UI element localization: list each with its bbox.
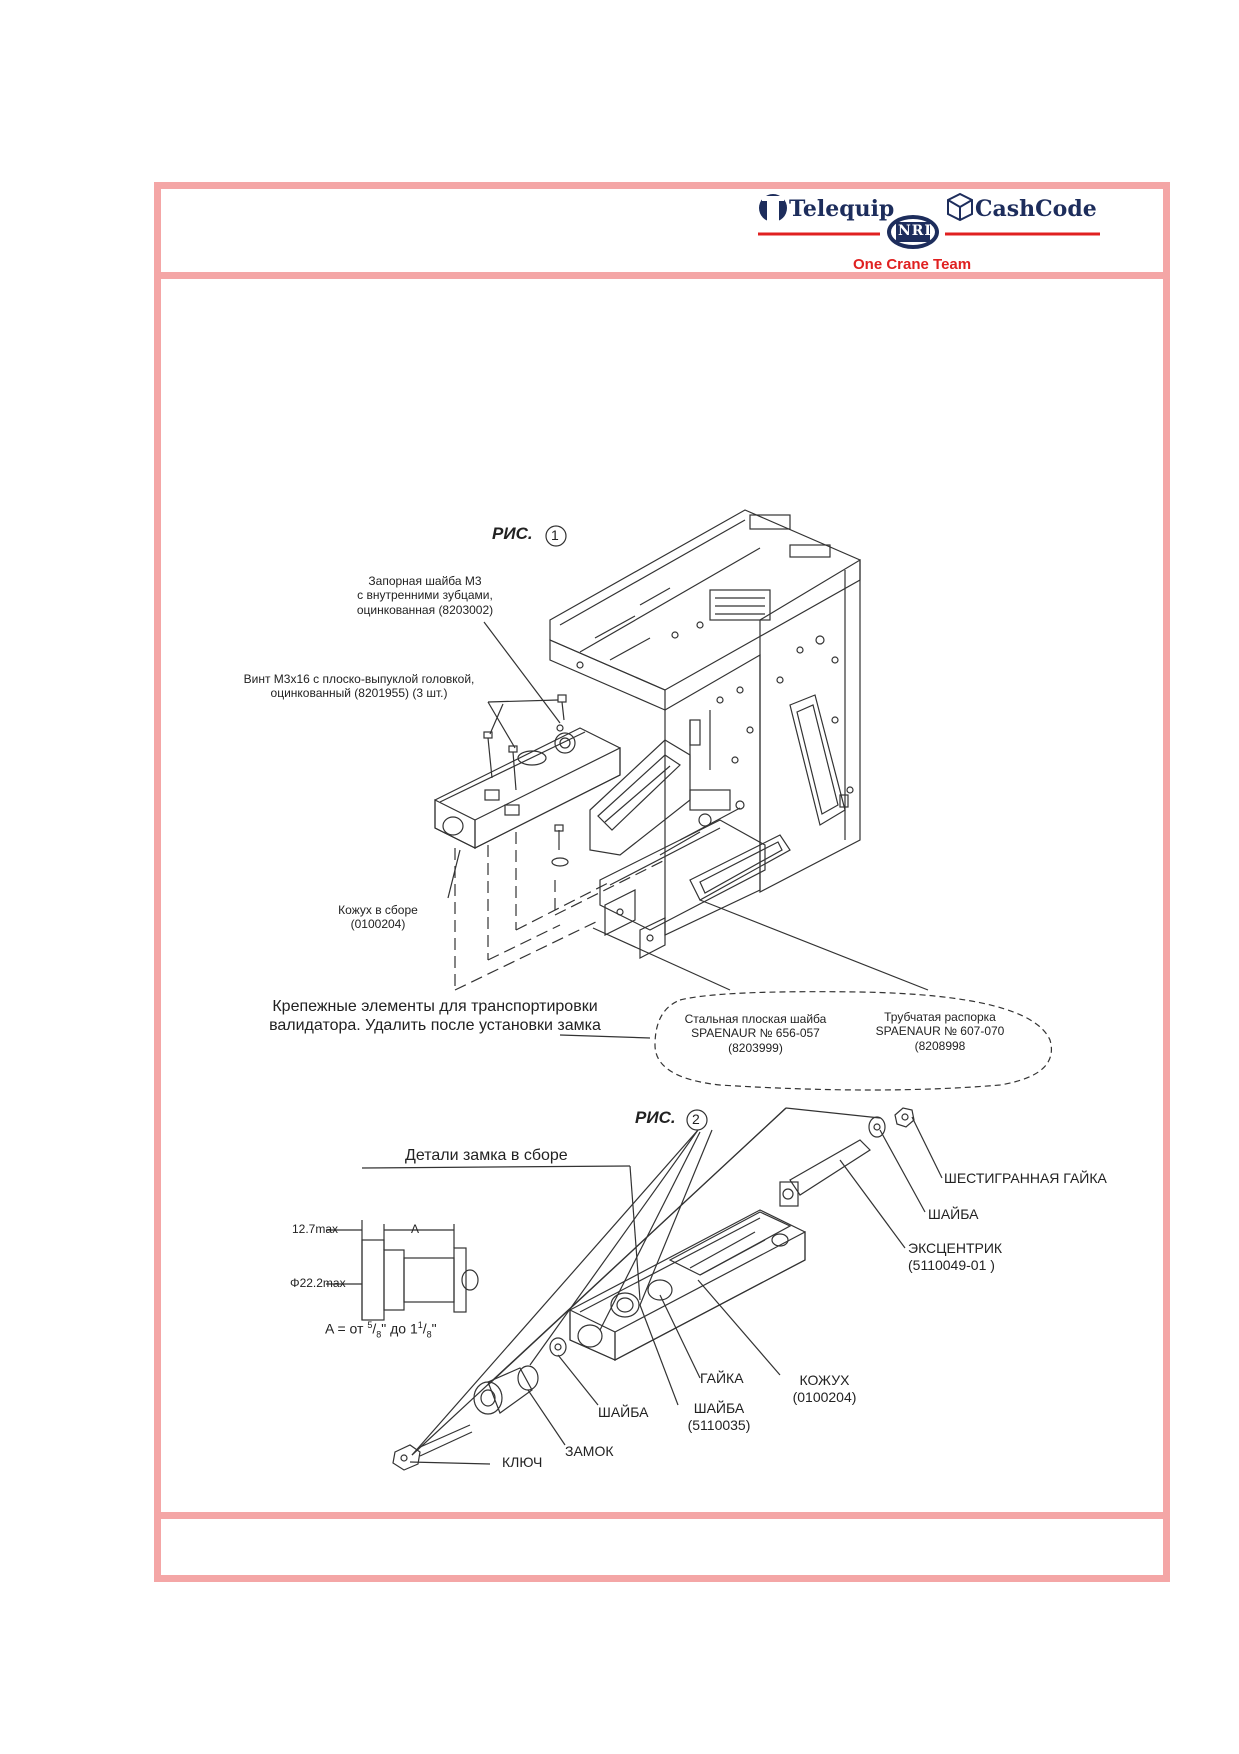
fig2-title: РИС. [635, 1108, 676, 1127]
screws [483, 694, 569, 867]
cam-eccentric [779, 1139, 871, 1207]
lock-housing-fig2 [569, 1209, 806, 1361]
transport-fasteners-label: Крепежные элементы для транспортировки в… [269, 998, 601, 1035]
hex-nut [868, 1107, 915, 1138]
transport-dashed-lines [454, 832, 666, 991]
fig1-number-circle [545, 525, 567, 547]
lock-cylinder [473, 1337, 567, 1415]
nri-logo-icon [887, 215, 939, 249]
housing-label: КОЖУХ (0100204) [792, 1372, 857, 1405]
fig2-number-circle [686, 1109, 708, 1131]
leader-lines-fig1 [447, 621, 929, 1039]
lock-washer-label: Запорная шайба М3 с внутренними зубцами,… [356, 574, 494, 617]
cashcode-logo-icon [947, 192, 973, 222]
fig2-number: 2 [692, 1111, 700, 1127]
washer-top-label: ШАЙБА [928, 1206, 979, 1222]
dim-22-2: Φ22.2max [290, 1276, 346, 1290]
flat-washer-label: Стальная плоская шайба SPAENAUR № 656-05… [684, 1012, 827, 1055]
lock-parts-label: Детали замка в сборе [405, 1147, 568, 1164]
dim-formula: A = от 5/8" до 11/8" [325, 1320, 437, 1340]
fig1-number: 1 [551, 527, 559, 543]
screw-label: Винт М3x16 с плоско-выпуклой головкой, о… [243, 672, 475, 701]
cover-assembly-fig1 [434, 727, 621, 849]
cam-label: ЭКСЦЕНТРИК (5110049-01 ) [908, 1240, 1003, 1273]
fig1-title: РИС. [492, 524, 533, 543]
validator-chassis [549, 509, 861, 959]
telequip-logo-icon [759, 194, 787, 222]
key [392, 1424, 473, 1471]
key-label: КЛЮЧ [502, 1454, 543, 1470]
washer-mid-label: ШАЙБА (5110035) [687, 1400, 751, 1433]
transport-callout-bubble [654, 991, 1052, 1091]
footer-divider [154, 1512, 1170, 1519]
hex-nut-label: ШЕСТИГРАННАЯ ГАЙКА [944, 1170, 1107, 1186]
leader-lines-fig2 [361, 1107, 943, 1465]
nri-brand: NRI [898, 223, 932, 239]
header-divider [154, 272, 1170, 279]
lock-label: ЗАМОК [565, 1443, 614, 1459]
dim-a: A [411, 1222, 420, 1236]
nut-label: ГАЙКА [700, 1370, 744, 1386]
cashcode-brand: CashCode [975, 196, 1097, 222]
telequip-brand: Telequip [789, 196, 895, 222]
page-frame [154, 182, 1170, 1582]
dim-12-7: 12.7max [292, 1222, 339, 1236]
slogan: One Crane Team [853, 256, 972, 273]
tubular-spacer-label: Трубчатая распорка SPAENAUR № 607-070 (8… [875, 1010, 1005, 1053]
cover-assembly-label: Кожух в сборе (0100204) [338, 903, 418, 932]
washer-left-label: ШАЙБА [598, 1404, 649, 1420]
lock-dimension-sketch [326, 1220, 479, 1321]
